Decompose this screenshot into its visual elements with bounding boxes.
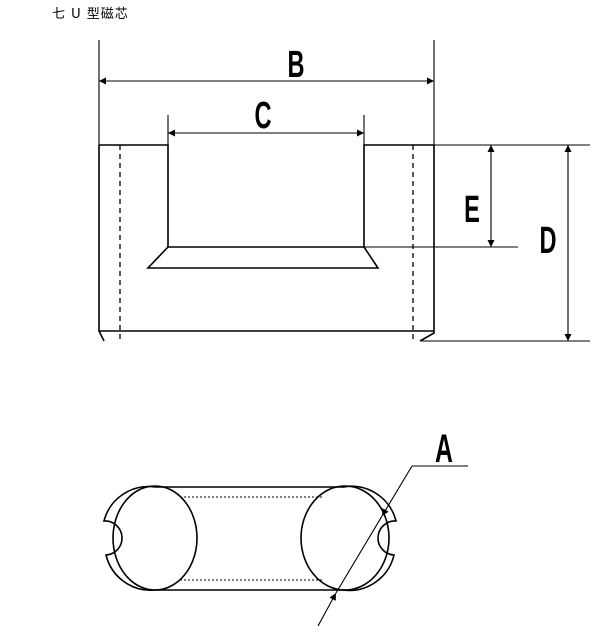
window-chamfer <box>146 246 380 269</box>
u-core-front-view <box>98 144 435 342</box>
leader-a <box>317 465 468 627</box>
label-a: A <box>435 427 453 471</box>
dimension-e <box>364 144 518 248</box>
dimension-c <box>167 115 365 145</box>
label-c: C <box>254 93 271 136</box>
left-end-cap <box>102 485 156 591</box>
right-leg-face <box>300 485 390 591</box>
dimension-b <box>98 40 435 145</box>
u-core-outline <box>98 144 435 342</box>
diagram-title: 七 U 型磁芯 <box>52 7 129 22</box>
right-end-cap <box>342 485 398 592</box>
left-leg-face <box>112 485 198 591</box>
label-d: D <box>539 218 556 261</box>
u-core-bottom-view <box>102 485 398 592</box>
label-e: E <box>464 187 480 230</box>
dimension-d <box>420 144 590 342</box>
label-b: B <box>287 42 304 85</box>
